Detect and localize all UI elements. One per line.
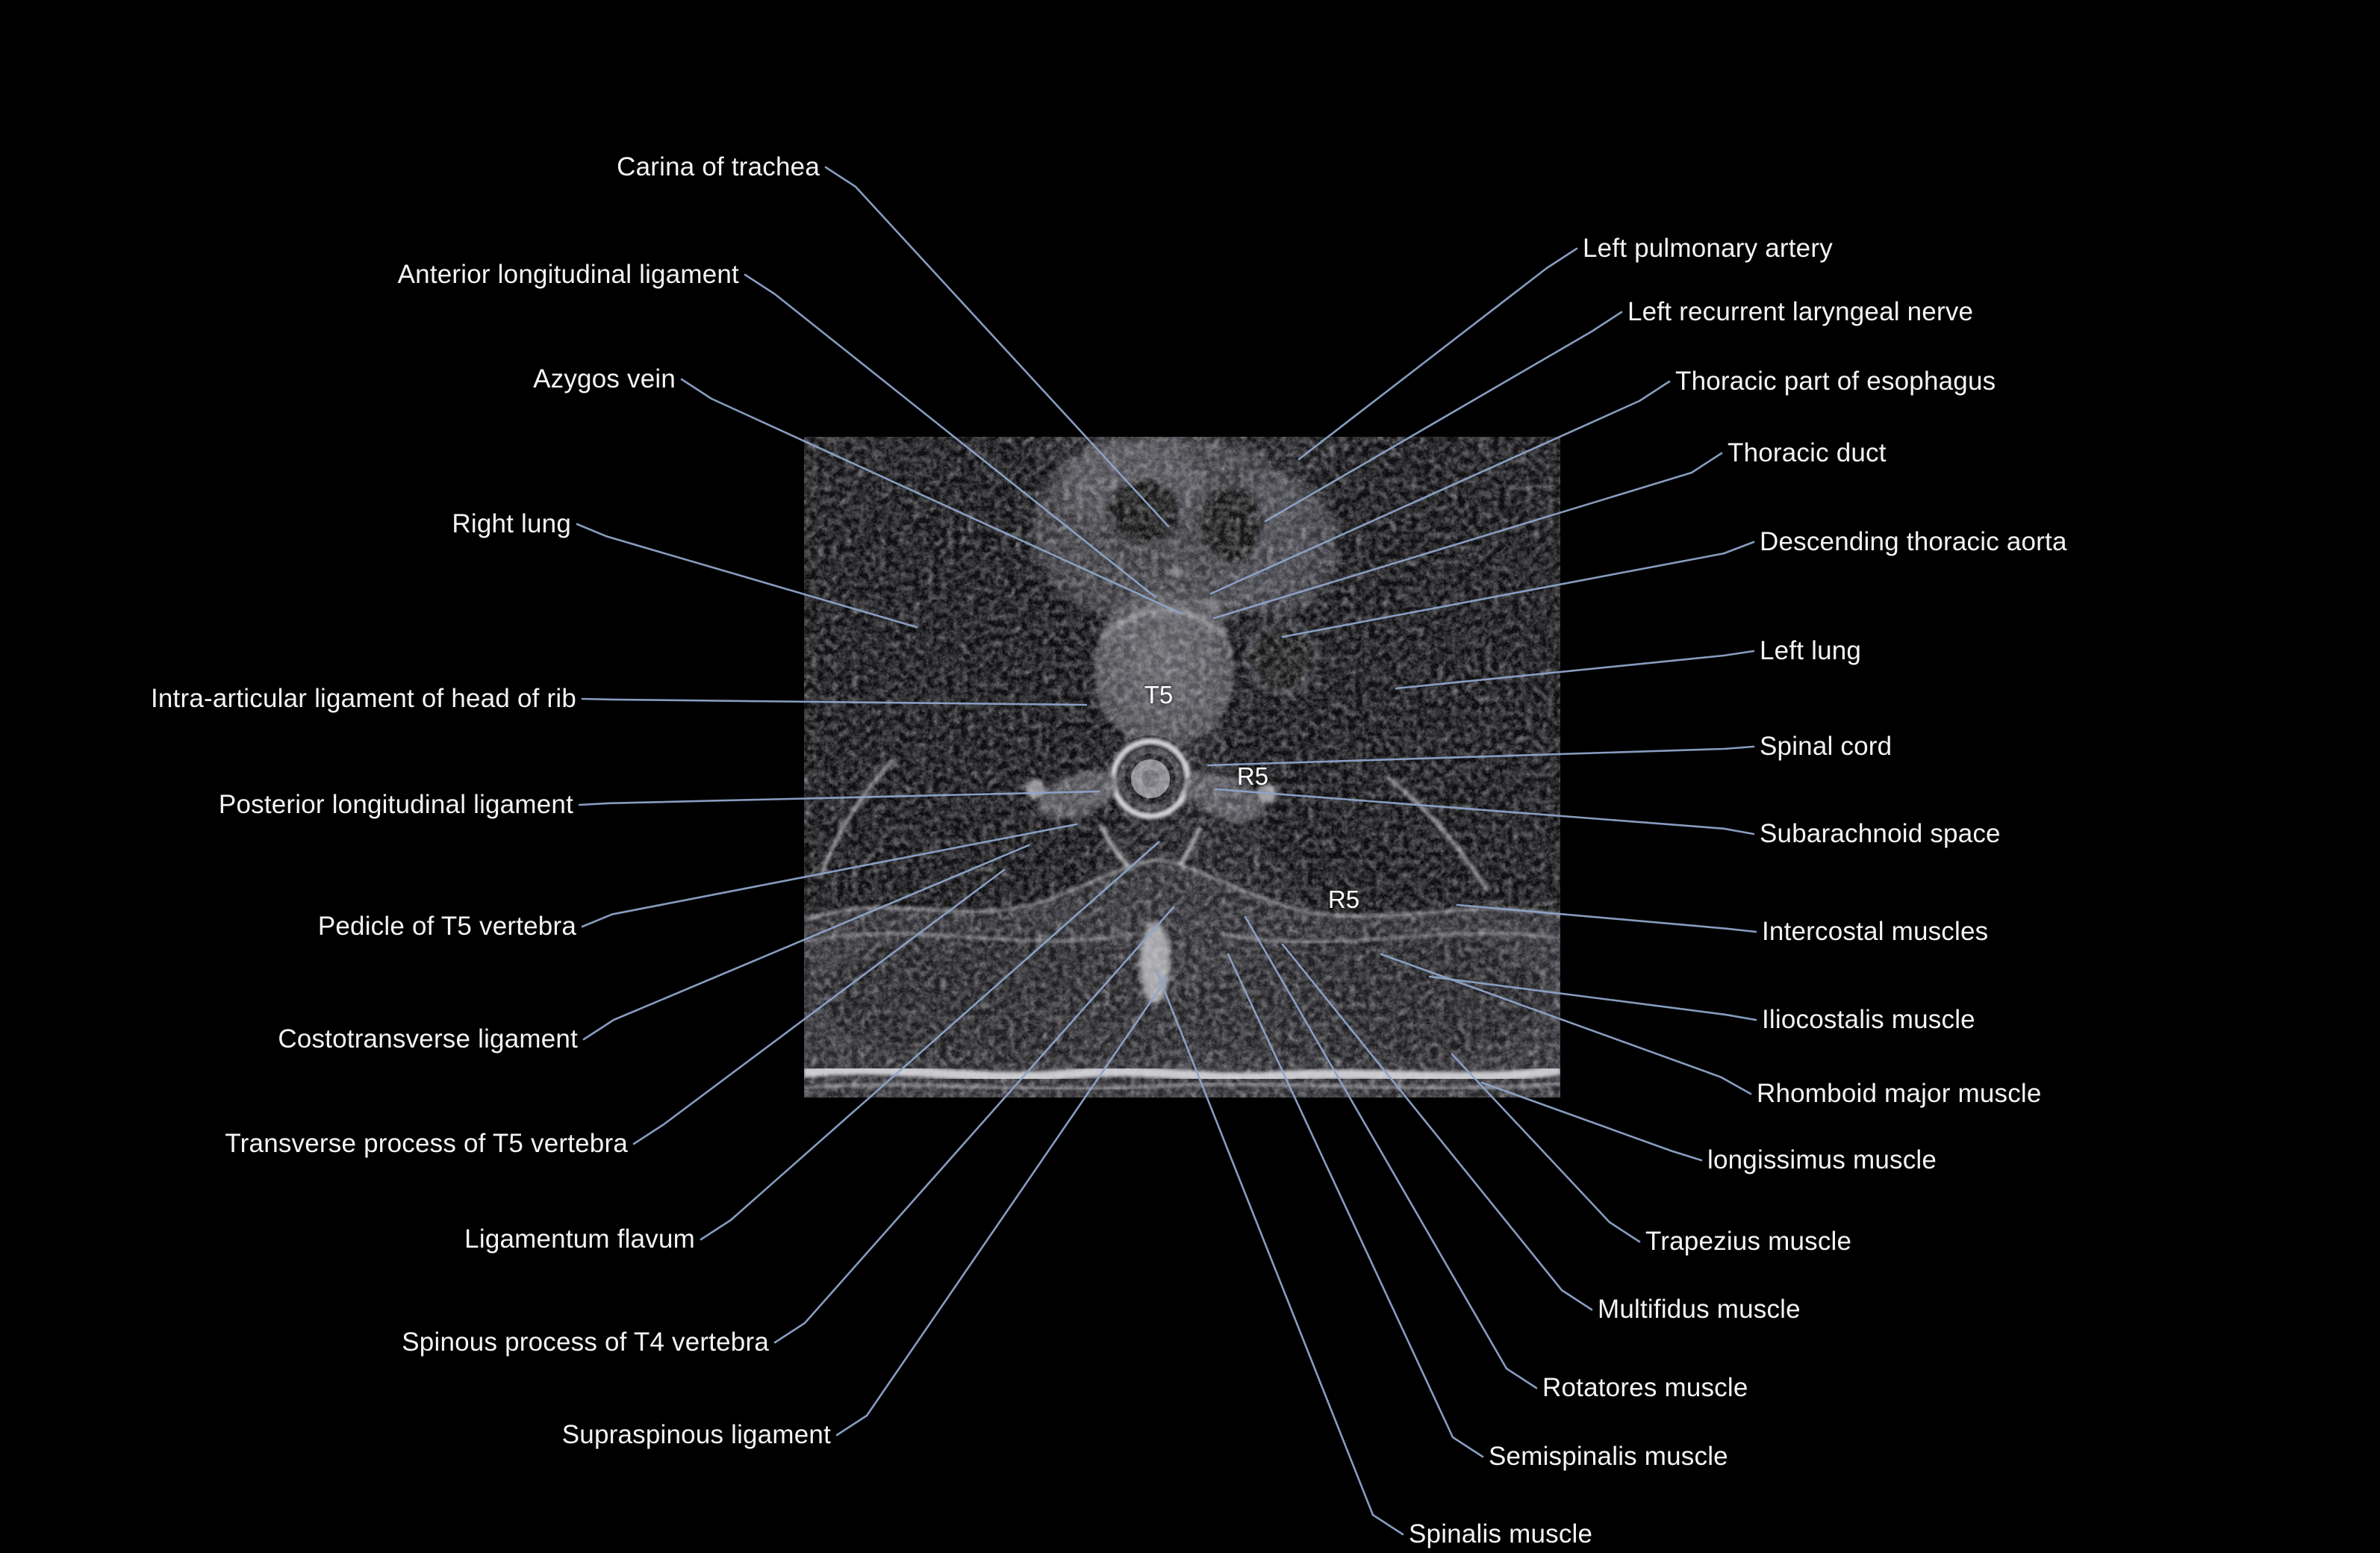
anatomy-label-rotatores-muscle: Rotatores muscle bbox=[1542, 1372, 1748, 1402]
anatomy-label-multifidus-muscle: Multifidus muscle bbox=[1598, 1294, 1801, 1324]
anatomy-label-left-pulmonary-artery: Left pulmonary artery bbox=[1583, 233, 1833, 263]
anatomy-label-rhomboid-major-muscle: Rhomboid major muscle bbox=[1757, 1078, 2042, 1108]
anatomy-label-costotransverse-ligament: Costotransverse ligament bbox=[278, 1024, 578, 1054]
anatomy-label-iliocostalis-muscle: Iliocostalis muscle bbox=[1762, 1004, 1975, 1034]
anatomy-label-right-lung: Right lung bbox=[452, 508, 571, 538]
anatomy-label-pedicle-of-t5-vertebra: Pedicle of T5 vertebra bbox=[317, 911, 576, 941]
anatomy-label-spinal-cord: Spinal cord bbox=[1760, 731, 1893, 761]
anatomy-label-ligamentum-flavum: Ligamentum flavum bbox=[464, 1224, 695, 1254]
anatomy-label-posterior-longitudinal-ligament: Posterior longitudinal ligament bbox=[218, 789, 573, 819]
anatomy-label-intra-articular-ligament-of-head-of-rib: Intra-articular ligament of head of rib bbox=[150, 683, 576, 713]
level-marker-t5-0: T5 bbox=[1144, 681, 1174, 709]
anatomy-label-intercostal-muscles: Intercostal muscles bbox=[1762, 916, 1989, 946]
anatomy-label-spinous-process-of-t4-vertebra: Spinous process of T4 vertebra bbox=[402, 1327, 769, 1357]
anatomy-label-descending-thoracic-aorta: Descending thoracic aorta bbox=[1760, 526, 2067, 556]
anatomy-label-trapezius-muscle: Trapezius muscle bbox=[1645, 1226, 1852, 1256]
anatomy-label-thoracic-duct: Thoracic duct bbox=[1728, 438, 1887, 467]
anatomy-label-left-lung: Left lung bbox=[1760, 635, 1862, 665]
level-marker-r5-1: R5 bbox=[1236, 762, 1269, 790]
level-marker-r5-2: R5 bbox=[1327, 886, 1360, 913]
anatomy-label-spinalis-muscle: Spinalis muscle bbox=[1409, 1519, 1593, 1549]
anatomy-label-anterior-longitudinal-ligament: Anterior longitudinal ligament bbox=[397, 259, 739, 289]
anatomy-label-longissimus-muscle: longissimus muscle bbox=[1707, 1145, 1937, 1174]
anatomy-label-carina-of-trachea: Carina of trachea bbox=[617, 152, 820, 181]
anatomy-label-azygos-vein: Azygos vein bbox=[533, 364, 676, 393]
anatomy-label-transverse-process-of-t5-vertebra: Transverse process of T5 vertebra bbox=[225, 1128, 628, 1158]
anatomy-label-semispinalis-muscle: Semispinalis muscle bbox=[1489, 1441, 1728, 1471]
anatomy-label-left-recurrent-laryngeal-nerve: Left recurrent laryngeal nerve bbox=[1627, 296, 1974, 326]
anatomy-label-supraspinous-ligament: Supraspinous ligament bbox=[561, 1419, 831, 1449]
anatomy-label-thoracic-part-of-esophagus: Thoracic part of esophagus bbox=[1675, 366, 1996, 396]
anatomy-label-subarachnoid-space: Subarachnoid space bbox=[1760, 818, 2001, 848]
